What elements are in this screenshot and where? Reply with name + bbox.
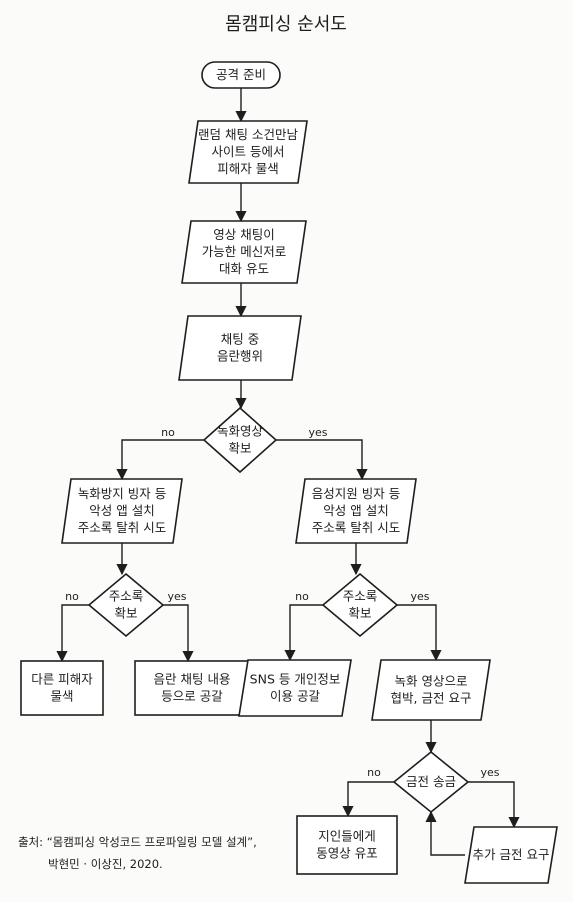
node-label: 음란행위 [217,349,263,364]
node-shape [464,826,558,884]
node-shape [188,120,308,184]
node-shape [296,815,398,875]
edge-money-no [342,781,394,818]
label-addrl-yes: yes [167,590,186,603]
node-label: 녹화영상 [217,424,264,439]
node-shape [392,750,470,814]
node-label: 추가 금전 요구 [473,847,550,862]
node-label: 주소록 탈취 시도 [312,520,400,535]
node-shape [371,659,491,721]
source-line-1: 출처: “몸캠피싱 악성코드 프로파일링 모델 설계”, [18,835,257,849]
node-label: 악성 앱 설치 [323,503,388,518]
label-record-yes: yes [308,426,327,439]
node-label: 협박, 금전 요구 [391,691,472,706]
label-money-yes: yes [480,766,499,779]
node-label: 녹화 영상으로 [395,674,468,689]
node-label: 음성지원 빙자 등 [312,486,400,501]
node-label: 동영상 유포 [316,846,377,861]
node-shape [202,406,278,474]
edge-addrl-no [56,604,89,663]
node-label: 랜덤 채팅 소건만남 [198,127,298,142]
node-start: 공격 준비 [201,61,281,89]
edge-addrl-yes [163,604,194,663]
node-shape [321,572,399,638]
edge-record-yes [276,439,368,481]
node-label: 사이트 등에서 [212,144,285,159]
edge-more-back [425,810,465,856]
node-d-money: 금전 송금 [392,750,470,814]
label-record-no: no [161,426,175,439]
node-label: 주소록 [109,589,144,604]
node-shape [181,220,307,284]
label-addrr-no: no [295,590,309,603]
edges: no yes no yes no yes no yes [56,88,520,856]
edge-money-yes [468,781,520,829]
node-label: 피해자 물색 [217,161,278,176]
source-note: 출처: “몸캠피싱 악성코드 프로파일링 모델 설계”, 박현민 · 이상진, … [18,835,257,871]
node-more-money: 추가 금전 요구 [464,826,558,884]
node-label: 확보 [114,606,137,621]
node-label: 확보 [228,441,251,456]
node-label: 확보 [348,606,371,621]
node-label: 금전 송금 [406,774,456,789]
node-label: 악성 앱 설치 [89,503,154,518]
node-label: 이용 공갈 [270,689,320,704]
diagram-title: 몸캠피싱 순서도 [225,14,347,35]
node-label: 대화 유도 [219,261,269,276]
source-line-2: 박현민 · 이상진, 2020. [48,857,163,871]
node-label: 지인들에게 [318,829,376,844]
node-label: 물색 [50,689,73,704]
node-label: 가능한 메신저로 [202,244,286,259]
node-label: 다른 피해자 [31,672,93,687]
node-shape [178,315,302,381]
node-shape [201,61,281,89]
node-label: 녹화방지 빙자 등 [78,486,166,501]
node-label: 주소록 탈취 시도 [78,520,166,535]
label-addrl-no: no [65,590,79,603]
node-shape [20,660,104,716]
label-money-no: no [367,766,381,779]
node-shape [134,660,250,716]
edge-addrr-no [284,604,323,662]
node-label: 채팅 중 [221,332,259,347]
label-addrr-yes: yes [410,590,429,603]
edge-addrr-yes [397,604,442,662]
node-label: 영상 채팅이 [213,227,274,242]
node-label: SNS 등 개인정보 [250,672,341,687]
node-shape [295,478,417,544]
node-label: 음란 채팅 내용 [154,672,231,687]
node-label: 등으로 공갈 [161,689,223,704]
node-label: 공격 준비 [216,67,266,82]
edge-record-no [116,439,204,481]
node-shape [238,659,352,717]
node-shape [87,572,165,638]
node-label: 주소록 [343,589,378,604]
node-shape [61,478,183,544]
